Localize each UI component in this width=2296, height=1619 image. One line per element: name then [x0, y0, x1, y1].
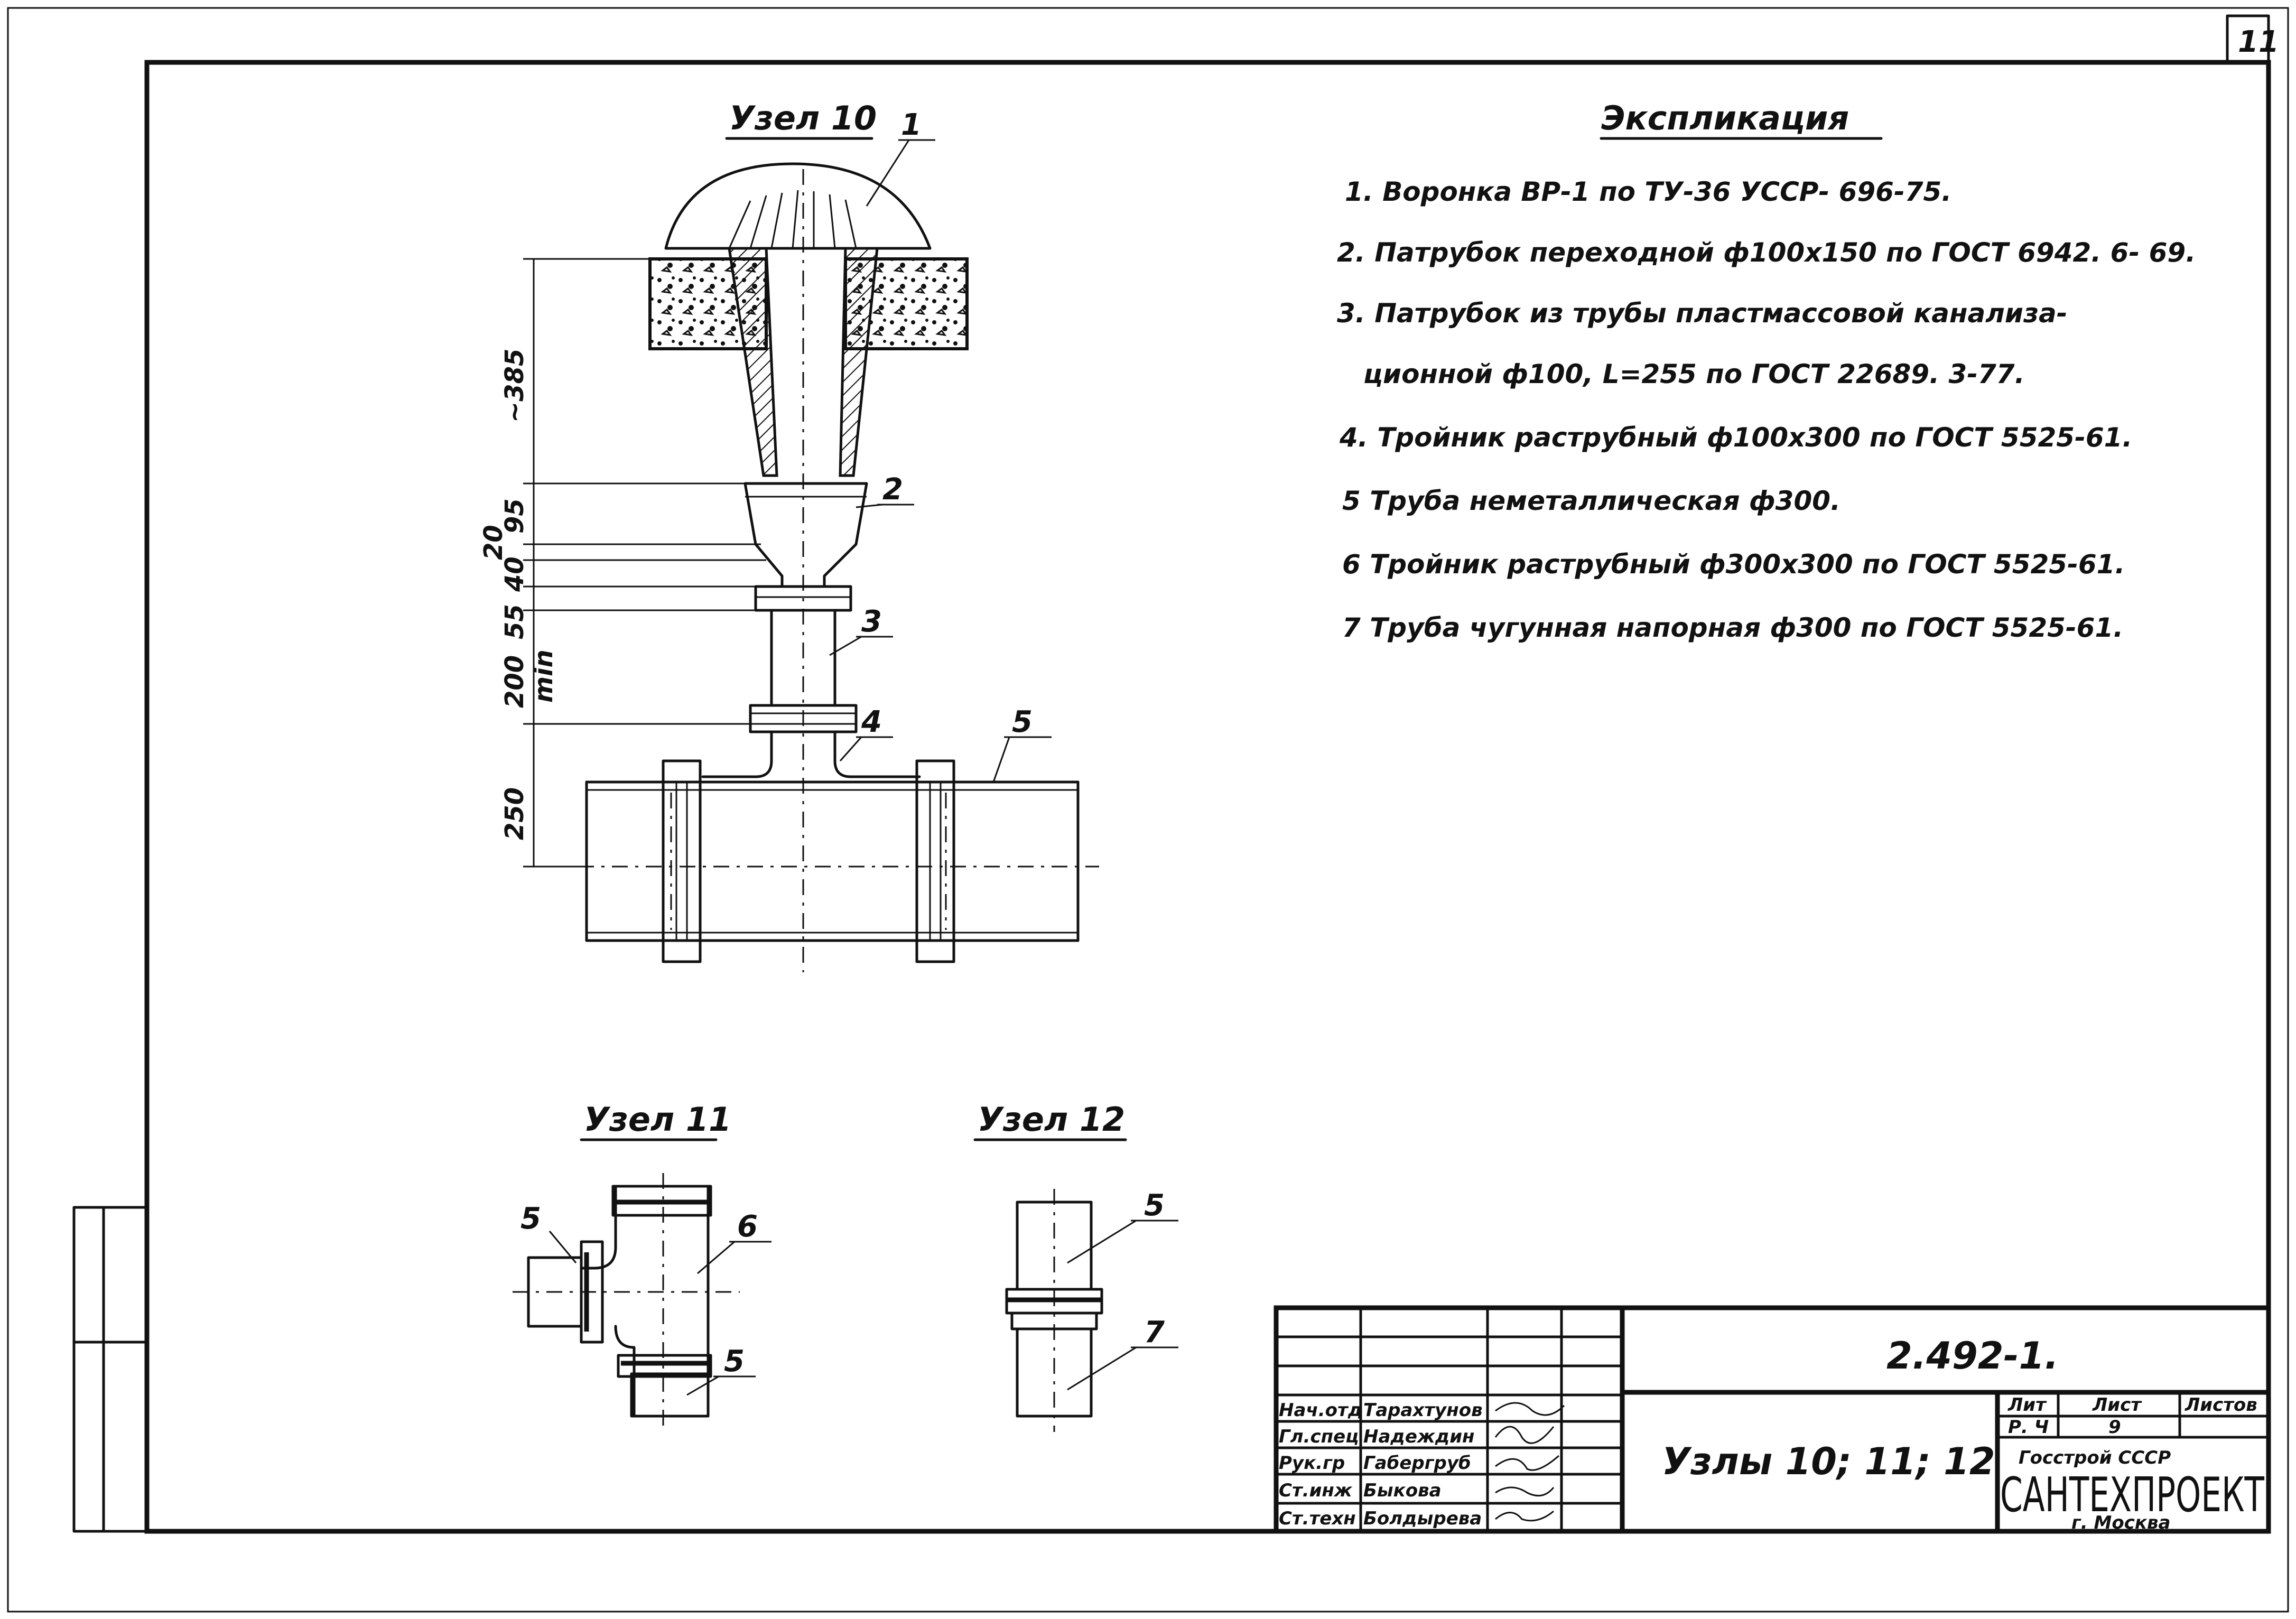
- role-0: Нач.отд: [1279, 1400, 1362, 1421]
- dim-95: 95: [500, 498, 529, 534]
- callout-5-top: 5: [520, 1202, 541, 1236]
- callout-6: 6: [737, 1209, 758, 1244]
- explication: Экспликация 1. Воронка ВР-1 по ТУ-36 УСС…: [1337, 99, 2196, 643]
- explication-item-5: 5 Труба неметаллическая ф300.: [1342, 486, 1840, 516]
- sheet-number: 9: [2108, 1417, 2121, 1438]
- callout-5-bottom: 5: [724, 1344, 745, 1379]
- callout-3: 3: [861, 604, 882, 639]
- sheet-header: Лист: [2092, 1394, 2142, 1416]
- org-top: Госстрой СССР: [2019, 1447, 2171, 1468]
- callout-2: 2: [882, 472, 903, 507]
- explication-item-4: 4. Тройник раструбный ф100х300 по ГОСТ 5…: [1339, 422, 2132, 453]
- org-name: САНТЕХПРОЕКТ: [2000, 1467, 2265, 1523]
- node-11-callouts: 5 6 5: [520, 1202, 771, 1396]
- role-1: Гл.спец: [1279, 1426, 1359, 1447]
- sheets-header: Листов: [2185, 1394, 2257, 1416]
- explication-item-6: 6 Тройник раструбный ф300х300 по ГОСТ 55…: [1342, 549, 2125, 580]
- explication-item-2: 2. Патрубок переходной ф100х150 по ГОСТ …: [1337, 237, 2196, 268]
- explication-item-3-cont: ционной ф100, L=255 по ГОСТ 22689. 3-77.: [1363, 359, 2025, 389]
- dim-385: ~385: [500, 349, 529, 423]
- node-12-drawing: Узел 12 5 7: [973, 1100, 1178, 1432]
- org-city: г. Москва: [2071, 1512, 2170, 1533]
- explication-item-3: 3. Патрубок из трубы пластмассовой канал…: [1337, 298, 2068, 329]
- node-10-callouts: 1 2 3 4 5: [829, 108, 1052, 783]
- callout-1: 1: [901, 108, 922, 142]
- stage-value: Р. Ч: [2008, 1417, 2049, 1438]
- node-10-drawing: Узел 10: [479, 99, 1099, 972]
- role-2: Рук.гр: [1279, 1453, 1345, 1474]
- callout-4: 4: [861, 705, 882, 739]
- node-12-callouts: 5 7: [1067, 1188, 1178, 1391]
- drawing-frame: 11: [7, 7, 2289, 1613]
- page-number: 11: [2238, 25, 2279, 59]
- transition-pipe: [743, 482, 868, 588]
- funnel-body: [728, 247, 778, 477]
- name-1: Надеждин: [1363, 1426, 1475, 1447]
- explication-title: Экспликация: [1601, 99, 1849, 137]
- dim-20: 20: [479, 525, 508, 560]
- drawing-title: Узлы 10; 11; 12: [1662, 1440, 1995, 1483]
- doc-code: 2.492-1.: [1886, 1334, 2059, 1378]
- name-2: Габергруб: [1363, 1453, 1471, 1474]
- dimension-labels: ~385 95 20 40 55 200 min 250: [479, 349, 559, 840]
- signature-marks: [1494, 1402, 1565, 1522]
- callout-7: 7: [1144, 1315, 1165, 1350]
- explication-item-7: 7 Труба чугунная напорная ф300 по ГОСТ 5…: [1342, 612, 2123, 643]
- node-12-title: Узел 12: [978, 1100, 1125, 1139]
- dim-40: 40: [500, 556, 529, 592]
- name-3: Быкова: [1363, 1480, 1442, 1501]
- role-3: Ст.инж: [1279, 1480, 1353, 1501]
- node-10-title: Узел 10: [729, 99, 877, 137]
- dim-200: 200: [500, 655, 529, 708]
- title-block: Нач.отд Тарахтунов Гл.спец Надеждин Рук.…: [1274, 1305, 2271, 1534]
- stage-header: Лит: [2007, 1394, 2047, 1416]
- roof-funnel-cap: [664, 162, 932, 250]
- dim-250: 250: [500, 787, 529, 840]
- node-11-drawing: Узел 11 5 6 5: [513, 1100, 771, 1432]
- callout-5: 5: [1144, 1188, 1165, 1223]
- dim-min: min: [529, 649, 559, 703]
- dim-55: 55: [500, 604, 529, 639]
- name-0: Тарахтунов: [1363, 1400, 1483, 1421]
- signature-table: Нач.отд Тарахтунов Гл.спец Надеждин Рук.…: [1279, 1400, 1565, 1529]
- role-4: Ст.техн: [1279, 1508, 1356, 1529]
- callout-5: 5: [1012, 705, 1033, 739]
- node-11-title: Узел 11: [584, 1100, 731, 1139]
- explication-item-1: 1. Воронка ВР-1 по ТУ-36 УССР- 696-75.: [1345, 176, 1951, 207]
- name-4: Болдырева: [1363, 1508, 1482, 1529]
